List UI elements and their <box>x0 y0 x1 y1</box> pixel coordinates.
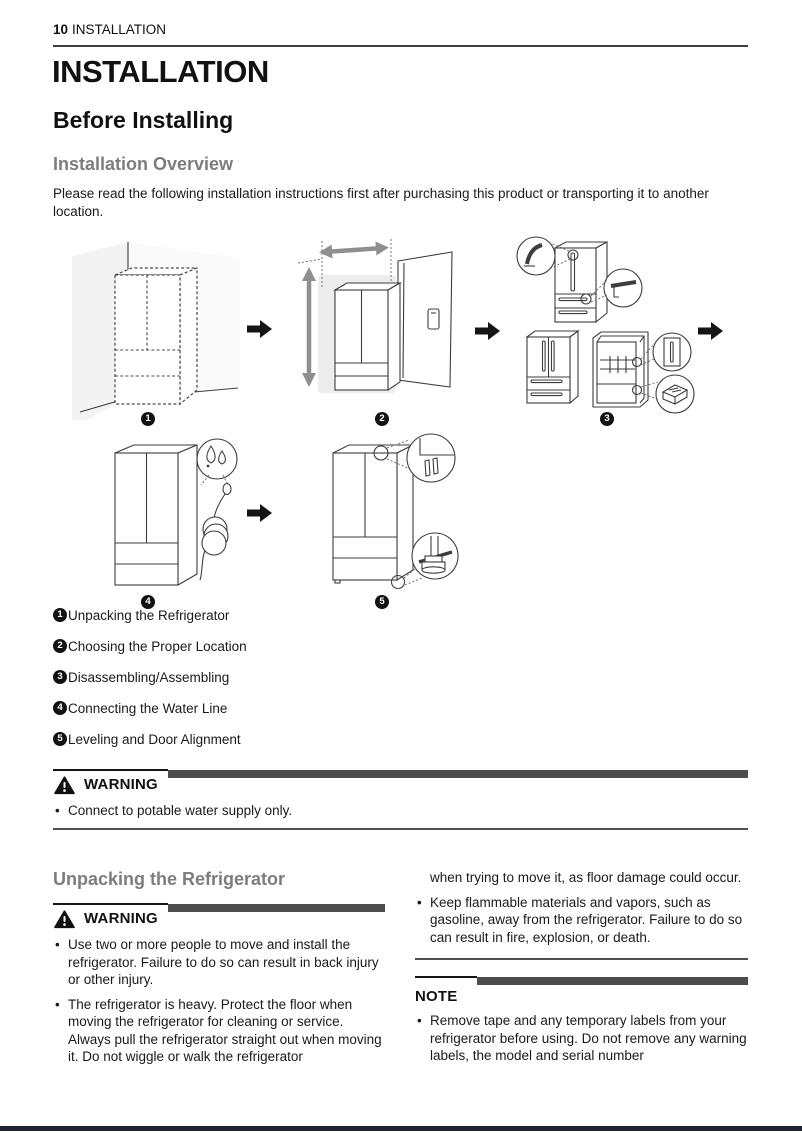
note-label: NOTE <box>415 988 458 1005</box>
running-header-section: INSTALLATION <box>72 22 167 37</box>
subsection-heading-installation-overview: Installation Overview <box>53 154 234 174</box>
warning-bullet: The refrigerator is heavy. Protect the f… <box>53 996 386 1066</box>
warning-label: WARNING <box>84 910 158 927</box>
subsection-heading-unpacking: Unpacking the Refrigerator <box>53 869 286 889</box>
refrigerator-measuring-doorway-illustration <box>292 235 477 425</box>
page-number: 10 <box>53 22 69 37</box>
warning-header-line <box>53 903 168 905</box>
step-label: Disassembling/Assembling <box>68 669 230 685</box>
step-badge: 2 <box>53 639 67 653</box>
list-item: 3 Disassembling/Assembling <box>53 669 247 685</box>
note-header-bar <box>477 977 748 985</box>
step-badge: 4 <box>53 701 67 715</box>
warning-triangle-icon <box>54 776 75 800</box>
unpacking-right-column: when trying to move it, as floor damage … <box>415 869 748 1072</box>
warning-bullet: Connect to potable water supply only. <box>53 802 668 820</box>
refrigerator-disassembly-parts-illustration <box>515 232 705 427</box>
arrow-right-icon <box>247 502 273 524</box>
list-item: 2 Choosing the Proper Location <box>53 638 247 654</box>
warning-bullet-continuation: when trying to move it, as floor damage … <box>430 870 742 885</box>
refrigerator-dashed-in-corner-illustration <box>70 240 245 420</box>
note-bullet: Remove tape and any temporary labels fro… <box>415 1012 748 1065</box>
arrow-right-icon <box>475 320 501 342</box>
warning-header-bar <box>168 770 748 778</box>
installation-steps-list: 1 Unpacking the Refrigerator 2 Choosing … <box>53 608 247 763</box>
step-badge: 4 <box>141 595 155 609</box>
unpacking-warning-left-column: Use two or more people to move and insta… <box>53 936 386 1073</box>
section-heading-before-installing: Before Installing <box>53 107 234 133</box>
step-badge: 5 <box>53 732 67 746</box>
refrigerator-leveling-alignment-illustration <box>321 428 479 600</box>
step-label: Connecting the Water Line <box>68 700 228 716</box>
warning-triangle-icon <box>54 910 75 934</box>
note-top-rule <box>415 958 748 960</box>
list-item: 5 Leveling and Door Alignment <box>53 731 247 747</box>
step-badge: 5 <box>375 595 389 609</box>
refrigerator-water-line-illustration <box>105 437 260 597</box>
warning-bullet: Keep flammable materials and vapors, suc… <box>415 894 748 947</box>
step-badge: 3 <box>600 412 614 426</box>
list-item: 4 Connecting the Water Line <box>53 700 247 716</box>
step-label: Leveling and Door Alignment <box>68 731 241 747</box>
warning-header-line <box>53 769 168 771</box>
overview-intro-paragraph: Please read the following installation i… <box>53 186 709 219</box>
step-label: Choosing the Proper Location <box>68 638 247 654</box>
step-badge: 1 <box>53 608 67 622</box>
note-header <box>415 976 748 986</box>
page-footer-bar <box>0 1126 802 1131</box>
warning-label: WARNING <box>84 776 158 793</box>
page-title: INSTALLATION <box>52 54 269 89</box>
step-badge: 1 <box>141 412 155 426</box>
warning-header-bar <box>168 904 385 912</box>
step-badge: 3 <box>53 670 67 684</box>
arrow-right-icon <box>698 320 724 342</box>
header-rule <box>53 45 748 47</box>
arrow-right-icon <box>247 318 273 340</box>
step-badge: 2 <box>375 412 389 426</box>
list-item: 1 Unpacking the Refrigerator <box>53 607 247 623</box>
warning-bottom-rule <box>53 828 748 830</box>
warning-bullet: Use two or more people to move and insta… <box>53 936 386 989</box>
note-header-line <box>415 976 477 978</box>
step-label: Unpacking the Refrigerator <box>68 607 230 623</box>
